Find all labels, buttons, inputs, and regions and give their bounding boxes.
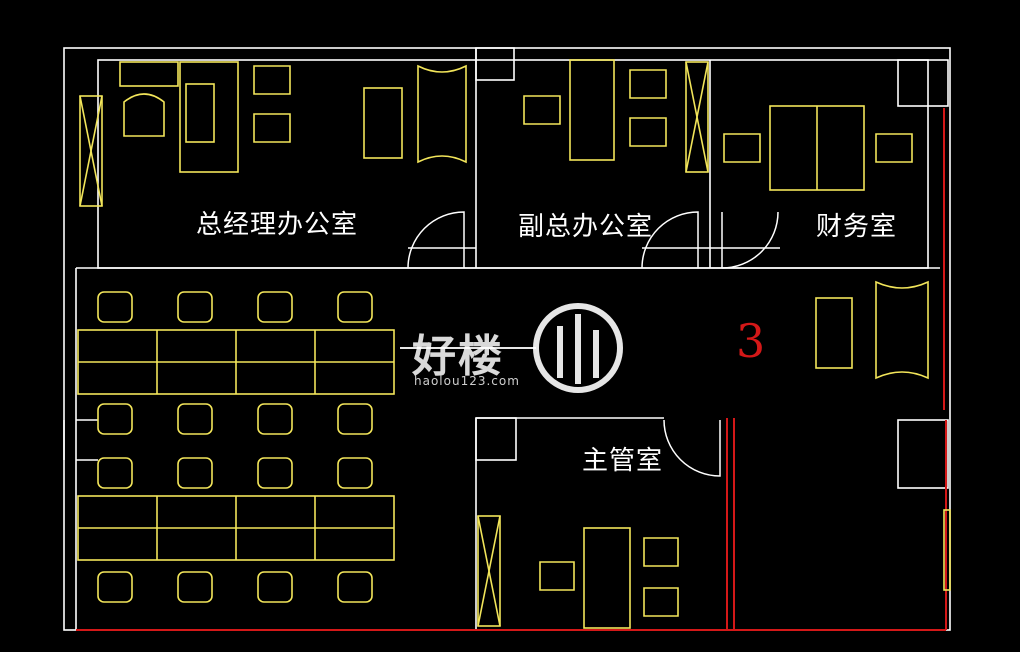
watermark-url: haolou123.com — [414, 374, 520, 388]
room-label-supervisor-room: 主管室 — [582, 446, 664, 476]
furniture — [77, 59, 951, 629]
room-label-finance-room: 财务室 — [816, 212, 898, 242]
watermark-brand: 好楼 — [412, 331, 504, 382]
room-label-gm-office: 总经理办公室 — [196, 210, 359, 240]
doors — [407, 211, 779, 477]
red-lines — [76, 108, 947, 631]
watermark-logo-icon — [400, 303, 623, 393]
room-label-deputy-office: 副总办公室 — [518, 212, 654, 242]
unit-number: 3 — [736, 314, 766, 368]
